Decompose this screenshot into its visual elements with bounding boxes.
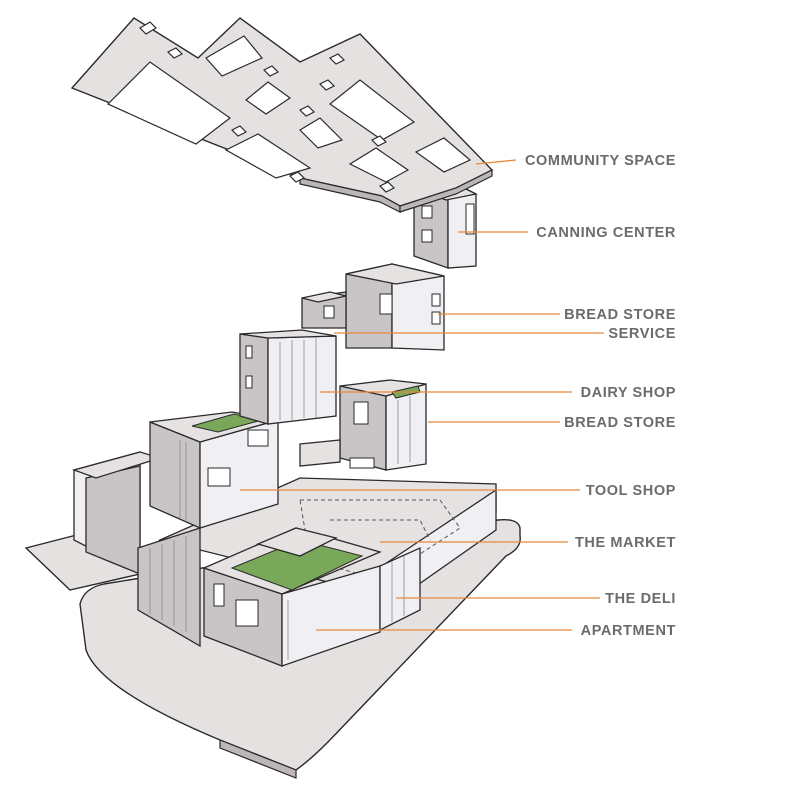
label-apartment: APARTMENT	[581, 623, 676, 639]
labels: COMMUNITY SPACE CANNING CENTER BREAD STO…	[525, 153, 676, 639]
label-bread-store-upper: BREAD STORE	[564, 307, 676, 323]
deli-block	[379, 546, 421, 632]
leader-community-space	[475, 159, 517, 165]
apartment-block	[202, 527, 382, 667]
label-dairy-shop: DAIRY SHOP	[581, 385, 676, 401]
dairy-shop-block	[239, 329, 337, 425]
label-the-deli: THE DELI	[605, 591, 676, 607]
leader-lines	[240, 159, 604, 631]
label-tool-shop: TOOL SHOP	[586, 483, 676, 499]
label-canning-center: CANNING CENTER	[536, 225, 676, 241]
service-block	[301, 291, 347, 329]
label-bread-store-lower: BREAD STORE	[564, 415, 676, 431]
tool-shop-block	[149, 411, 279, 529]
label-service: SERVICE	[608, 326, 676, 342]
label-the-market: THE MARKET	[575, 535, 676, 551]
community-space-slab	[70, 17, 494, 213]
label-community-space: COMMUNITY SPACE	[525, 153, 676, 169]
bread-store-lower-block	[299, 379, 427, 471]
bread-store-upper-block	[345, 263, 445, 351]
